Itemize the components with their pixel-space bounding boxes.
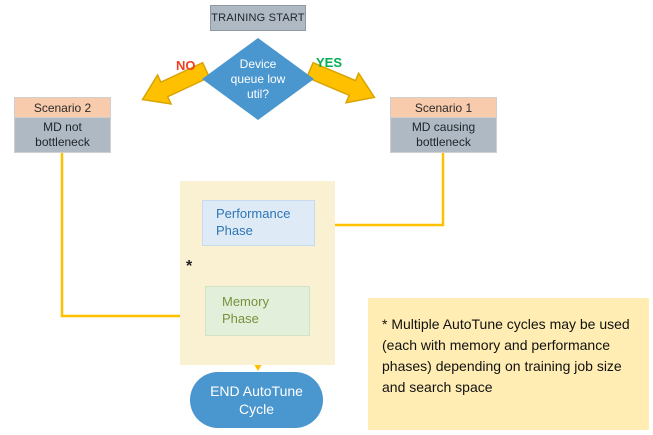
performance-phase-label: Performance Phase <box>216 206 291 238</box>
scenario-1-node: Scenario 1 MD causing bottleneck <box>390 97 497 153</box>
arrow-scenario1-to-performance <box>318 153 445 231</box>
end-node: END AutoTune Cycle <box>190 372 323 428</box>
end-node-label: END AutoTune Cycle <box>210 382 303 417</box>
branch-yes-label: YES <box>316 55 343 70</box>
scenario-2-title: Scenario 2 <box>14 97 111 118</box>
start-node: TRAINING START <box>210 5 306 31</box>
cycle-asterisk: * <box>186 258 193 275</box>
scenario-2-node: Scenario 2 MD not bottleneck <box>14 97 111 153</box>
footnote-box: * Multiple AutoTune cycles may be used (… <box>368 298 649 430</box>
scenario-1-body: MD causing bottleneck <box>390 118 497 153</box>
scenario-2-body: MD not bottleneck <box>14 118 111 153</box>
decision-label: Device queue low util? <box>230 56 286 101</box>
decision-node: Device queue low util? <box>202 38 314 120</box>
block-arrow-no <box>141 61 211 105</box>
memory-phase-node: Memory Phase <box>205 286 310 336</box>
branch-no-label: NO <box>176 58 196 73</box>
performance-phase-node: Performance Phase <box>202 200 315 246</box>
scenario-1-title: Scenario 1 <box>390 97 497 118</box>
memory-phase-label: Memory Phase <box>222 294 269 326</box>
